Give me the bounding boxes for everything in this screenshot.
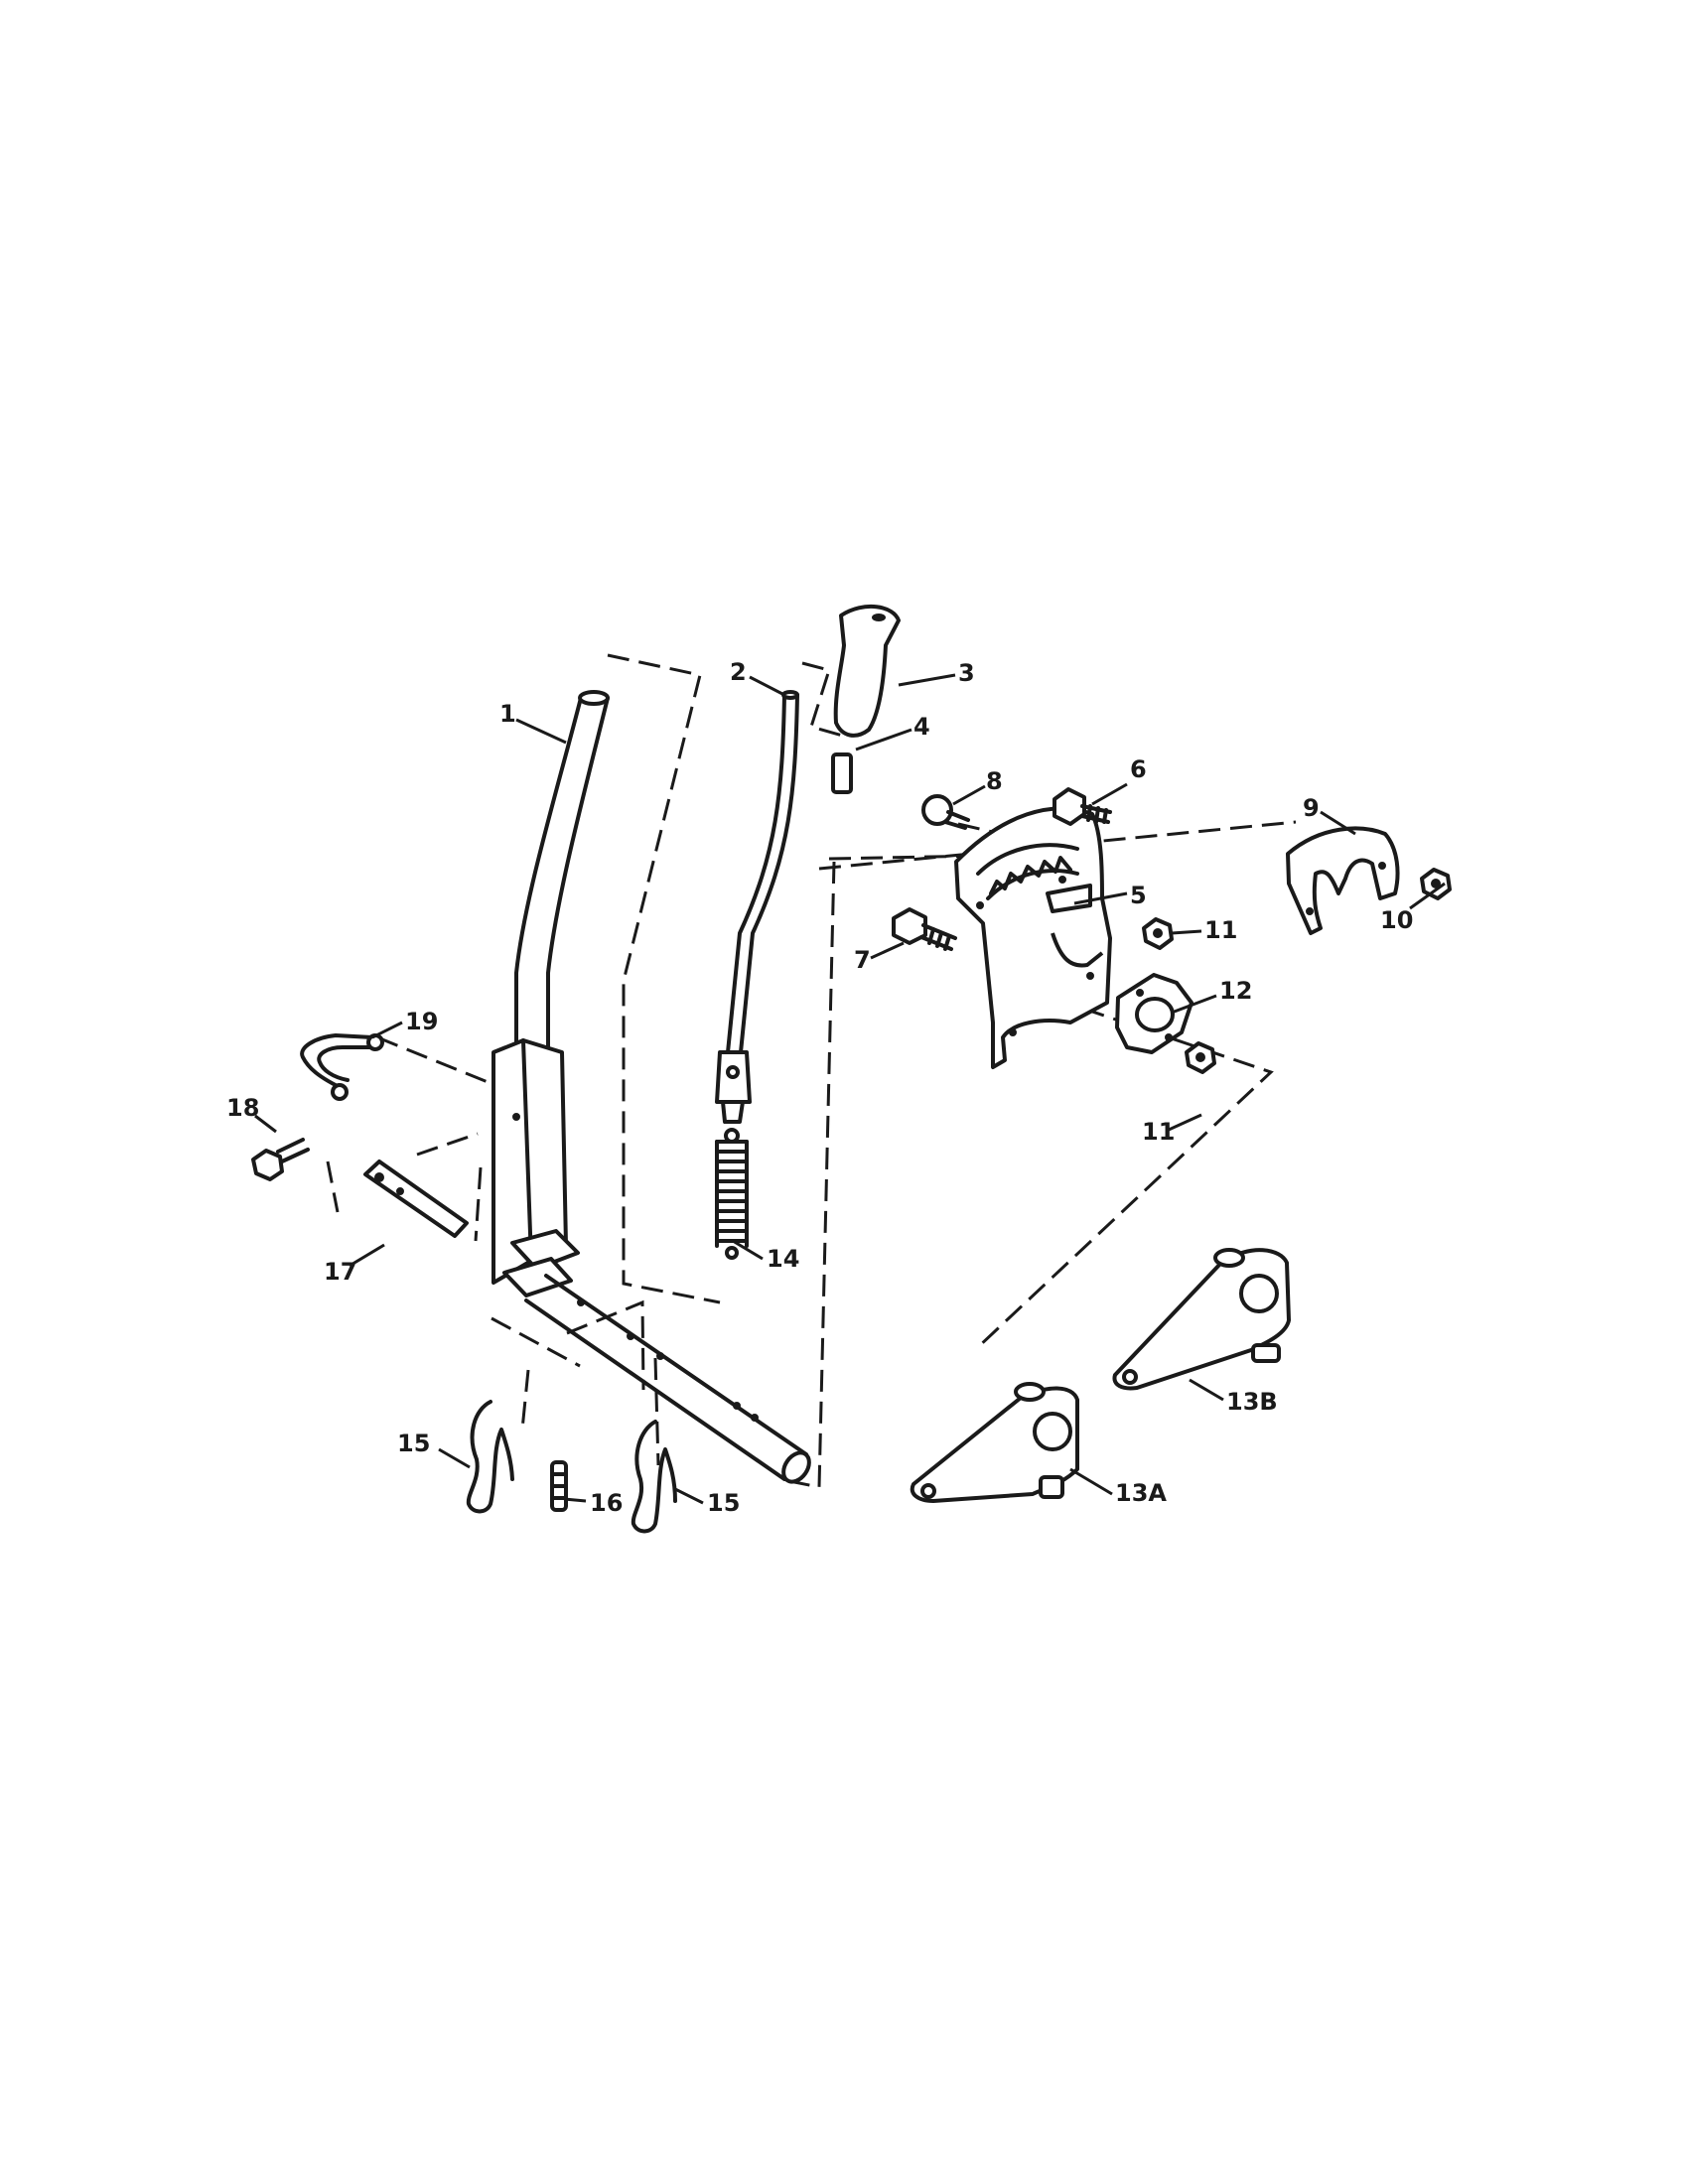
callout-15-left: 15 bbox=[397, 1430, 430, 1457]
part-19-u-bolt bbox=[300, 1033, 384, 1101]
callout-1: 1 bbox=[499, 700, 516, 728]
callout-16: 16 bbox=[590, 1489, 623, 1517]
part-14-spring bbox=[715, 1128, 749, 1260]
callout-9: 9 bbox=[1303, 794, 1320, 822]
part-5-quadrant bbox=[954, 806, 1112, 1069]
callout-labels: 1 2 3 4 5 6 7 8 9 10 11 11 12 13A 13B 14… bbox=[226, 658, 1413, 1517]
part-8-screw bbox=[921, 794, 970, 830]
part-15-clip-right bbox=[631, 1420, 677, 1534]
callout-10: 10 bbox=[1380, 906, 1413, 934]
callout-14: 14 bbox=[767, 1245, 799, 1273]
callout-17: 17 bbox=[324, 1258, 356, 1286]
callout-13b: 13B bbox=[1226, 1388, 1278, 1416]
callout-3: 3 bbox=[958, 659, 975, 687]
leader-lines bbox=[254, 673, 1446, 1505]
part-11-nut-upper bbox=[1142, 917, 1174, 950]
part-9-clip bbox=[1286, 826, 1400, 935]
callout-7: 7 bbox=[854, 946, 871, 974]
callout-8: 8 bbox=[986, 767, 1003, 795]
part-1-lever-tube bbox=[491, 690, 811, 1484]
part-13a-plate bbox=[910, 1382, 1079, 1503]
part-7-bolt bbox=[892, 907, 957, 951]
part-13b-plate bbox=[1112, 1248, 1291, 1391]
part-6-bolt bbox=[1052, 787, 1112, 826]
part-4-pin bbox=[831, 752, 853, 794]
part-15-clip-left bbox=[466, 1400, 514, 1514]
callout-5: 5 bbox=[1130, 882, 1147, 909]
callout-2: 2 bbox=[730, 658, 747, 686]
callout-15-right: 15 bbox=[707, 1489, 740, 1517]
callout-6: 6 bbox=[1130, 755, 1147, 783]
part-18-bolt bbox=[251, 1138, 310, 1181]
part-10-nut bbox=[1420, 868, 1452, 900]
callout-4: 4 bbox=[913, 713, 930, 741]
callout-12: 12 bbox=[1219, 977, 1252, 1005]
callout-19: 19 bbox=[405, 1008, 438, 1035]
callout-11-upper: 11 bbox=[1204, 916, 1237, 944]
part-16-roll-pin bbox=[550, 1460, 568, 1512]
callout-13a: 13A bbox=[1115, 1479, 1167, 1507]
part-12-bearing bbox=[1115, 973, 1193, 1054]
callout-11-lower: 11 bbox=[1142, 1118, 1175, 1146]
part-3-knob bbox=[833, 604, 901, 738]
part-2-rod bbox=[715, 690, 799, 1124]
part-11-nut-lower bbox=[1185, 1041, 1216, 1074]
part-17-bar bbox=[363, 1160, 469, 1238]
callout-18: 18 bbox=[226, 1094, 259, 1122]
